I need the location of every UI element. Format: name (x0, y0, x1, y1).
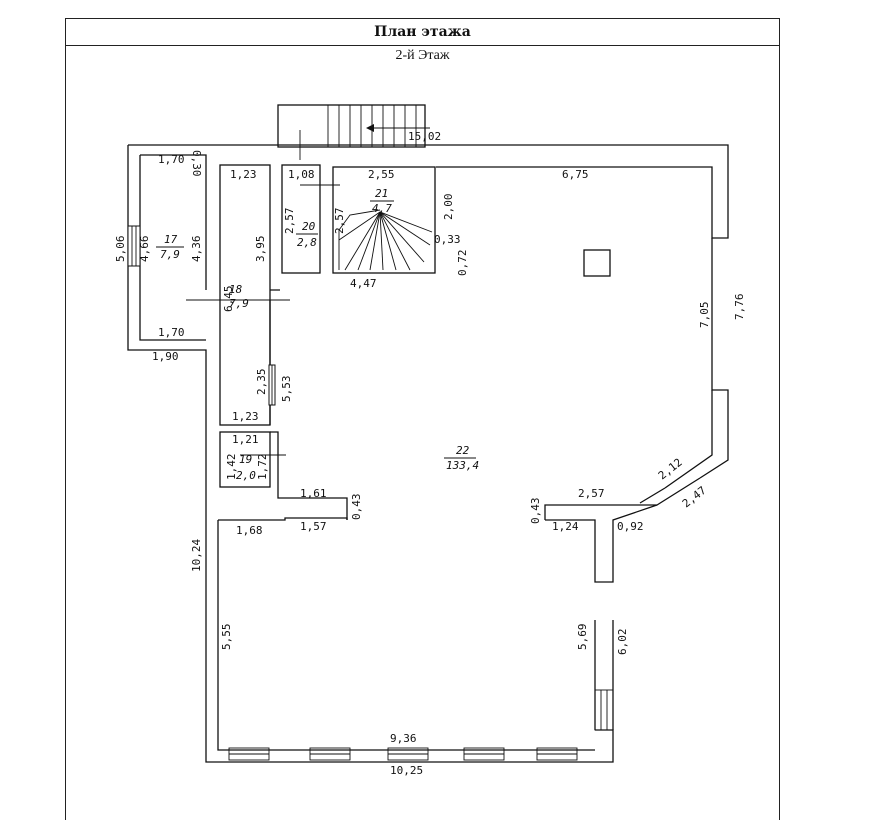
dim-label: 5,69 (576, 624, 589, 651)
dim-label: 1,57 (300, 520, 327, 533)
exterior-walls (127, 144, 729, 763)
dim-label: 1,61 (300, 487, 327, 500)
room-18-area: 7,9 (229, 297, 249, 310)
dim-label: 2,57 (333, 208, 346, 235)
dimension-labels: 15,02 1,70 0,30 1,23 1,08 2,55 6,75 2,57… (114, 130, 746, 777)
dim-label: 10,25 (390, 764, 423, 777)
room-18-number: 18 (229, 283, 243, 296)
room-22-number: 22 (456, 444, 470, 457)
dim-label: 1,08 (288, 168, 315, 181)
dim-label: 10,24 (190, 539, 203, 572)
dim-label: 1,68 (236, 524, 263, 537)
room-19-area: 2,0 (236, 469, 256, 482)
dim-label: 4,66 (138, 236, 151, 263)
spiral-stair (338, 209, 433, 271)
dim-label: 1,90 (152, 350, 179, 363)
dim-label: 1,42 (225, 454, 238, 481)
dim-label: 4,36 (190, 236, 203, 263)
dim-label: 2,57 (283, 208, 296, 235)
dim-label: 1,23 (230, 168, 257, 181)
interior-rooms (186, 164, 611, 520)
dim-label: 6,02 (616, 629, 629, 656)
dim-label: 1,21 (232, 433, 259, 446)
dim-label: 0,43 (529, 498, 542, 525)
dim-label: 6,75 (562, 168, 589, 181)
dim-label: 0,92 (617, 520, 644, 533)
window-room-17 (127, 225, 141, 267)
dim-label: 2,57 (578, 487, 605, 500)
dim-label: 5,55 (220, 624, 233, 651)
dim-label: 3,95 (254, 236, 267, 263)
dim-label: 6,45 (222, 286, 235, 313)
dim-label: 15,02 (408, 130, 441, 143)
floor-label: 2-й Этаж (395, 48, 450, 63)
bottom-windows (228, 689, 614, 761)
room-20-area: 2,8 (297, 236, 317, 249)
dim-label: 5,06 (114, 236, 127, 263)
plan-title: План этажа (66, 19, 779, 46)
dim-label: 2,35 (255, 369, 268, 396)
dim-label: 1,70 (158, 153, 185, 166)
room-20-number: 20 (302, 220, 316, 233)
room-17-area: 7,9 (160, 248, 180, 261)
dim-label: 2,12 (656, 456, 685, 483)
dim-label: 0,30 (190, 150, 203, 177)
dim-label: 2,00 (442, 194, 455, 221)
dim-label: 7,05 (698, 302, 711, 329)
room-labels: 17 7,9 18 7,9 19 2,0 20 2,8 21 4,7 22 13… (156, 187, 479, 482)
dim-label: 1,24 (552, 520, 579, 533)
room-19-number: 19 (239, 453, 252, 466)
dim-label: 1,23 (232, 410, 259, 423)
dim-label: 7,76 (733, 294, 746, 321)
floor-plan-sheet: План этажа 2-й Этаж (65, 18, 780, 820)
dim-label: 1,70 (158, 326, 185, 339)
room-17-number: 17 (164, 233, 178, 246)
dim-label: 0,43 (350, 494, 363, 521)
dim-label: 0,33 (434, 233, 461, 246)
dim-label: 9,36 (390, 732, 417, 745)
dim-label: 0,72 (456, 250, 469, 277)
dim-label: 1,72 (256, 454, 269, 481)
room-21-number: 21 (375, 187, 388, 200)
dim-label: 4,47 (350, 277, 377, 290)
room-21-area: 4,7 (372, 202, 392, 215)
dim-label: 2,55 (368, 168, 395, 181)
room-22-area: 133,4 (446, 459, 479, 472)
dim-label: 5,53 (280, 376, 293, 403)
